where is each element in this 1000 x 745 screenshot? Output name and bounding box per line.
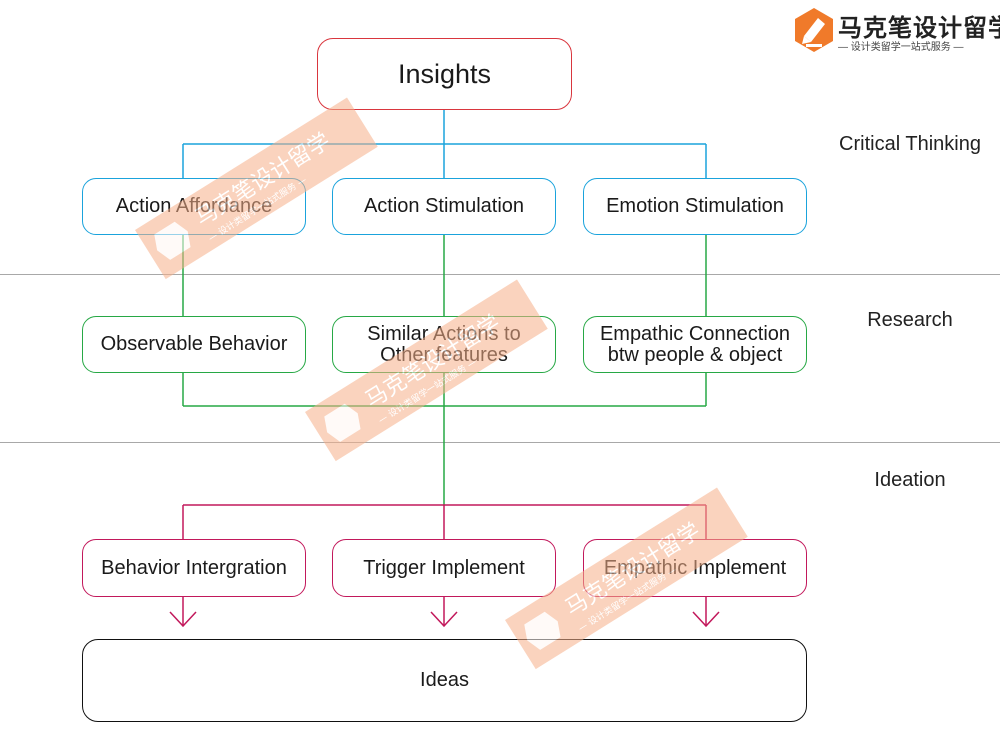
similar-actions-label: Similar Actions to Other features — [367, 322, 521, 366]
similar-actions-node: Similar Actions to Other features — [332, 316, 556, 373]
brand-logo: 马克笔设计留学 — 设计类留学一站式服务 — — [792, 6, 1000, 56]
empathic-implement-label: Empathic Implement — [603, 556, 787, 579]
action-affordance-node: Action Affordance — [82, 178, 306, 235]
stage-critical-thinking: Critical Thinking — [839, 133, 981, 155]
behavior-integration-node: Behavior Intergration — [82, 539, 306, 597]
empathic-implement-node: Empathic Implement — [583, 539, 807, 597]
empathic-connection-label: Empathic Connection btw people & object — [599, 322, 791, 366]
action-stimulation-label: Action Stimulation — [363, 195, 525, 217]
insights-node: Insights — [317, 38, 572, 110]
marker-logo-icon — [795, 8, 833, 52]
trigger-implement-node: Trigger Implement — [332, 539, 556, 597]
action-affordance-label: Action Affordance — [115, 195, 273, 217]
trigger-implement-label: Trigger Implement — [363, 556, 525, 579]
critical-connectors — [182, 110, 707, 178]
action-stimulation-node: Action Stimulation — [332, 178, 556, 235]
empathic-connection-node: Empathic Connection btw people & object — [583, 316, 807, 373]
stage-research: Research — [867, 309, 953, 331]
ideas-label: Ideas — [420, 669, 469, 691]
ideas-node: Ideas — [82, 639, 807, 722]
stage-ideation: Ideation — [874, 469, 946, 491]
observable-behavior-label: Observable Behavior — [100, 333, 288, 355]
insights-label: Insights — [397, 58, 492, 89]
emotion-stimulation-node: Emotion Stimulation — [583, 178, 807, 235]
behavior-integration-label: Behavior Intergration — [101, 556, 287, 579]
emotion-stimulation-label: Emotion Stimulation — [606, 195, 784, 217]
observable-behavior-node: Observable Behavior — [82, 316, 306, 373]
divider-critical-research — [0, 274, 1000, 275]
logo-subtitle: — 设计类留学一站式服务 — — [838, 42, 964, 53]
logo-title: 马克笔设计留学 — [838, 15, 1000, 42]
